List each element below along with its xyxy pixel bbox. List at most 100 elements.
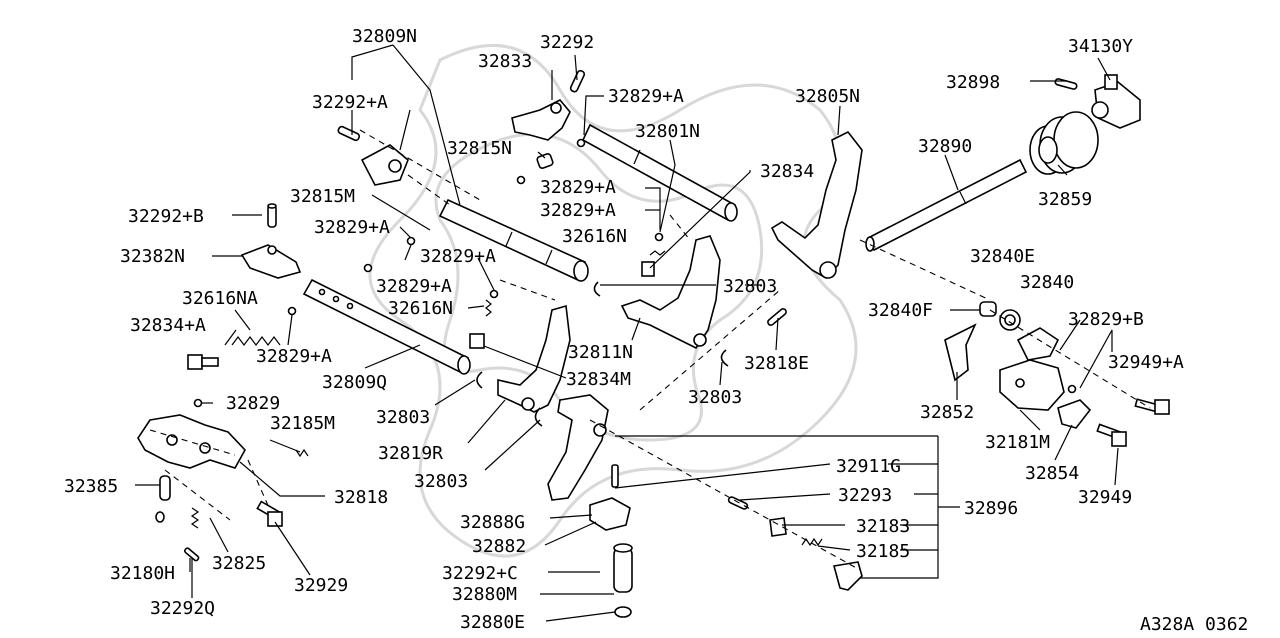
label-32840E: 32840E — [970, 246, 1035, 267]
snap-rings-32803 — [476, 281, 729, 427]
clip-32852 — [944, 323, 977, 382]
pin-32898 — [1054, 78, 1078, 90]
label-32854: 32854 — [1025, 463, 1079, 484]
label-32815M: 32815M — [290, 186, 355, 207]
assembly-dashed-lines — [149, 129, 1151, 571]
shaft-32801N — [581, 123, 738, 222]
bushing-32185M — [295, 448, 309, 458]
ball-markers — [155, 138, 1077, 523]
label-32292C: 32292+C — [442, 563, 518, 584]
label-32829: 32829 — [226, 393, 280, 414]
bolt-32834A — [187, 354, 219, 370]
label-32616N-2: 32616N — [388, 298, 453, 319]
bracket-32181M — [999, 359, 1065, 411]
shift-fork-32819R — [497, 304, 571, 413]
label-32809Q: 32809Q — [322, 372, 387, 393]
label-32180H: 32180H — [110, 563, 175, 584]
pin-32292 — [569, 69, 586, 93]
bushing-32840F — [979, 301, 997, 317]
spring-32825 — [190, 507, 200, 529]
label-32185: 32185 — [856, 541, 910, 562]
label-32183: 32183 — [856, 516, 910, 537]
spring-32616NA — [231, 336, 281, 346]
label-32811N: 32811N — [568, 342, 633, 363]
label-32181M: 32181M — [985, 432, 1050, 453]
label-32949: 32949 — [1078, 487, 1132, 508]
label-32805N: 32805N — [795, 86, 860, 107]
label-32834A: 32834+A — [130, 315, 206, 336]
label-32929: 32929 — [294, 575, 348, 596]
label-32896: 32896 — [964, 498, 1018, 519]
label-32818: 32818 — [334, 487, 388, 508]
label-32829A-3: 32829+A — [540, 200, 616, 221]
pin-32292B — [267, 203, 277, 228]
label-32803-3: 32803 — [376, 407, 430, 428]
label-32801N: 32801N — [635, 121, 700, 142]
label-32834: 32834 — [760, 161, 814, 182]
label-32833: 32833 — [478, 51, 532, 72]
pin-32385 — [159, 475, 171, 501]
bolt-32949A — [1134, 398, 1170, 415]
leader-lines — [135, 44, 1119, 622]
label-32859: 32859 — [1038, 189, 1092, 210]
lever-assembly-32896 — [547, 394, 863, 618]
part-labels: 32809N 32292 32833 32829+A 32805N 34130Y… — [64, 26, 1248, 635]
label-32880M: 32880M — [452, 584, 517, 605]
label-32385: 32385 — [64, 476, 118, 497]
rod-32809Q — [302, 278, 471, 375]
bolt-32949 — [1096, 423, 1127, 447]
label-32829A-7: 32829+A — [256, 346, 332, 367]
label-32809N: 32809N — [352, 26, 417, 47]
label-34130Y: 34130Y — [1068, 36, 1133, 57]
bracket-32382N — [240, 244, 302, 279]
screw-32834M — [469, 333, 485, 349]
label-32293: 32293 — [838, 485, 892, 506]
label-32803-2: 32803 — [688, 387, 742, 408]
bushing-32840E — [999, 309, 1021, 331]
plate-32854 — [1057, 399, 1092, 429]
lever-34130Y — [1091, 74, 1141, 129]
label-32880E: 32880E — [460, 612, 525, 633]
label-32829B: 32829+B — [1068, 309, 1144, 330]
bushing-32815N — [536, 153, 554, 169]
label-32834M: 32834M — [566, 369, 631, 390]
shift-fork-32805N — [770, 130, 863, 280]
shift-fork-32811N — [620, 235, 721, 350]
label-32949A: 32949+A — [1108, 352, 1184, 373]
label-32911G: 32911G — [836, 456, 901, 477]
watermark-emblem — [368, 44, 858, 558]
bolt-32929 — [256, 500, 283, 527]
pin-32292A — [337, 125, 361, 142]
label-32803-4: 32803 — [414, 471, 468, 492]
label-32616N-1: 32616N — [562, 226, 627, 247]
label-32616NA: 32616NA — [182, 288, 258, 309]
screw-32834 — [641, 261, 655, 277]
label-32815N: 32815N — [447, 138, 512, 159]
bracket-32818 — [137, 414, 246, 469]
label-32292Q: 32292Q — [150, 598, 215, 619]
label-32382N: 32382N — [120, 246, 185, 267]
label-32829A-1: 32829+A — [608, 86, 684, 107]
label-32882: 32882 — [472, 536, 526, 557]
label-32829A-4: 32829+A — [314, 217, 390, 238]
label-32818E: 32818E — [744, 353, 809, 374]
label-32898: 32898 — [946, 72, 1000, 93]
boot-32859 — [1029, 111, 1099, 175]
pin-32818E — [767, 308, 787, 326]
label-32888G: 32888G — [460, 512, 525, 533]
label-32829A-5: 32829+A — [420, 246, 496, 267]
label-32292: 32292 — [540, 32, 594, 53]
label-32829A-2: 32829+A — [540, 177, 616, 198]
shift-rod-32809N — [360, 144, 589, 282]
reference-code: A328A 0362 — [1140, 614, 1248, 635]
shaft-32890 — [865, 158, 1028, 252]
label-32825: 32825 — [212, 553, 266, 574]
bracket-32833 — [511, 99, 571, 141]
label-32292B: 32292+B — [128, 206, 204, 227]
label-32890: 32890 — [918, 136, 972, 157]
label-32829A-6: 32829+A — [376, 276, 452, 297]
label-32292A: 32292+A — [312, 92, 388, 113]
bracket-32840 — [1016, 327, 1060, 361]
label-32852: 32852 — [920, 402, 974, 423]
